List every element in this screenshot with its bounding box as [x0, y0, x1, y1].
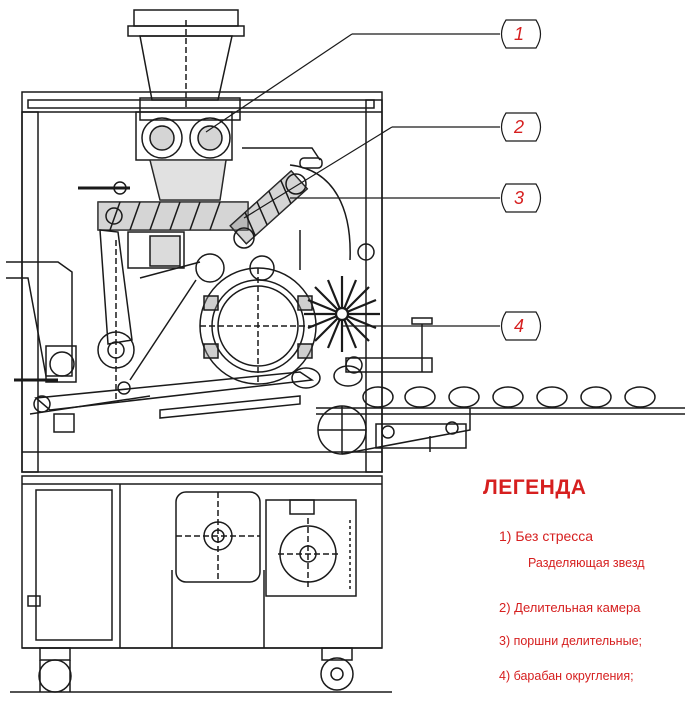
legend-item-2: 2) Делительная камера	[499, 600, 641, 615]
callout-4: 4	[500, 311, 542, 341]
dividing-pistons	[229, 147, 375, 270]
output-conveyor	[316, 405, 685, 455]
callout-1-label: 1	[514, 24, 524, 44]
gearbox	[265, 499, 357, 597]
legend-item-1: 1) Без стресса	[499, 528, 594, 544]
callout-4-label: 4	[514, 316, 524, 336]
legend-item-1-sub: Разделяющая звезд	[528, 556, 645, 570]
left-lever	[97, 229, 135, 400]
legend-title: ЛЕГЕНДА	[483, 476, 587, 499]
hopper	[127, 9, 245, 121]
dividing-chamber	[97, 201, 249, 269]
machine-drawing	[6, 9, 685, 693]
distribution-star	[78, 111, 233, 201]
base-cabinet	[21, 475, 383, 649]
dough-balls	[291, 365, 656, 408]
callout-3-label: 3	[514, 188, 524, 208]
callout-1: 1	[500, 19, 542, 49]
lower-belt	[29, 371, 315, 433]
handwheel	[345, 317, 433, 374]
callout-3: 3	[500, 183, 542, 213]
motor	[171, 491, 265, 648]
legend-item-4: 4) барабан округления;	[499, 669, 634, 683]
side-chute	[6, 261, 77, 383]
callout-leaders	[205, 33, 500, 327]
caster-wheels	[10, 647, 392, 693]
legend-item-3: 3) поршни делительные;	[499, 634, 642, 648]
separating-star	[304, 276, 380, 352]
callout-2-label: 2	[513, 117, 524, 137]
rounding-drum	[129, 253, 317, 385]
main-frame	[21, 91, 383, 473]
callout-2: 2	[500, 112, 542, 142]
